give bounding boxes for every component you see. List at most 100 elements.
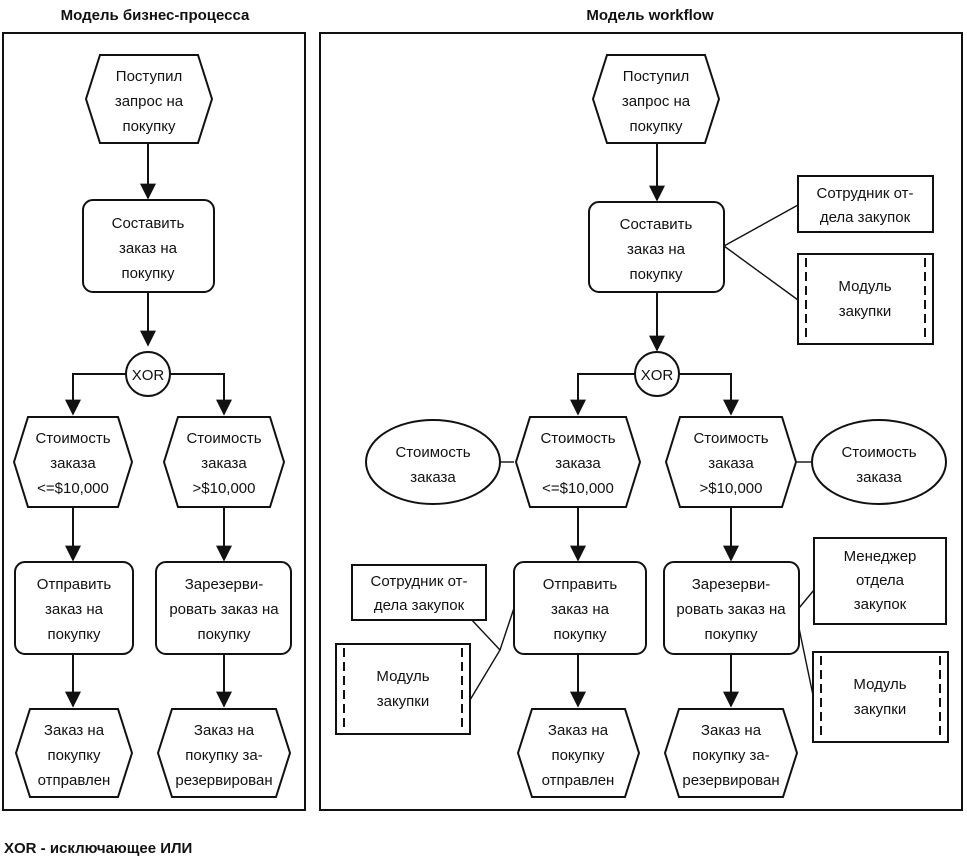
svg-text:покупку: покупку bbox=[197, 626, 251, 643]
left-panel: Поступил запрос на покупку Составить зак… bbox=[12, 54, 292, 798]
svg-text:заказа: заказа bbox=[555, 455, 601, 472]
svg-text:<=$10,000: <=$10,000 bbox=[542, 480, 614, 497]
svg-text:<=$10,000: <=$10,000 bbox=[37, 480, 109, 497]
right-data-cost-left: Стоимость заказа bbox=[365, 419, 501, 505]
svg-text:Отправить: Отправить bbox=[543, 576, 618, 593]
right-link-org-top bbox=[723, 204, 799, 247]
svg-text:Поступил: Поступил bbox=[116, 68, 182, 85]
right-org-unit-left: Сотрудник от- дела закупок bbox=[351, 564, 487, 621]
svg-text:покупку за-: покупку за- bbox=[692, 747, 769, 764]
right-link-func-send bbox=[499, 607, 515, 651]
left-arrow-xor-high bbox=[171, 373, 232, 416]
right-data-cost-right: Стоимость заказа bbox=[811, 419, 947, 505]
svg-text:покупку: покупку bbox=[704, 626, 758, 643]
right-panel: Поступил запрос на покупку Составить зак… bbox=[335, 54, 949, 798]
svg-text:заказа: заказа bbox=[201, 455, 247, 472]
svg-text:запрос на: запрос на bbox=[115, 93, 184, 110]
right-event-start: Поступил запрос на покупку bbox=[591, 54, 721, 144]
left-xor-connector: XOR bbox=[125, 351, 171, 397]
right-arrow-xor-high bbox=[679, 373, 739, 416]
svg-text:Заказ на: Заказ на bbox=[44, 722, 105, 739]
svg-text:закупки: закупки bbox=[377, 693, 430, 710]
left-function-send: Отправить заказ на покупку bbox=[14, 561, 134, 655]
left-function-compose: Составить заказ на покупку bbox=[82, 199, 215, 293]
right-function-reserve: Зарезерви- ровать заказ на покупку bbox=[663, 561, 800, 655]
right-module-top: Модуль закупки bbox=[797, 253, 934, 345]
svg-text:заказа: заказа bbox=[708, 455, 754, 472]
svg-text:отдела: отдела bbox=[856, 572, 905, 589]
svg-text:резервирован: резервирован bbox=[682, 772, 779, 789]
svg-text:заказ на: заказ на bbox=[627, 241, 686, 258]
svg-text:покупку: покупку bbox=[47, 747, 101, 764]
svg-text:Стоимость: Стоимость bbox=[693, 430, 768, 447]
right-event-cost-low: Стоимость заказа <=$10,000 bbox=[514, 416, 642, 508]
svg-text:>$10,000: >$10,000 bbox=[193, 480, 256, 497]
svg-text:заказ на: заказ на bbox=[551, 601, 610, 618]
svg-text:Отправить: Отправить bbox=[37, 576, 112, 593]
svg-text:Стоимость: Стоимость bbox=[35, 430, 110, 447]
svg-text:закупки: закупки bbox=[854, 701, 907, 718]
right-function-send: Отправить заказ на покупку bbox=[513, 561, 647, 655]
left-event-sent: Заказ на покупку отправлен bbox=[14, 708, 134, 798]
svg-text:Заказ на: Заказ на bbox=[548, 722, 609, 739]
right-link-org-right bbox=[798, 589, 815, 609]
svg-text:Стоимость: Стоимость bbox=[841, 444, 916, 461]
right-link-module-top bbox=[723, 245, 799, 301]
right-org-unit-right: Менеджер отдела закупок bbox=[813, 537, 947, 625]
svg-text:Модуль: Модуль bbox=[853, 676, 906, 693]
svg-text:покупку: покупку bbox=[553, 626, 607, 643]
svg-text:заказа: заказа bbox=[410, 469, 456, 486]
left-function-reserve: Зарезерви- ровать заказ на покупку bbox=[155, 561, 292, 655]
right-event-cost-high: Стоимость заказа >$10,000 bbox=[664, 416, 798, 508]
svg-text:закупки: закупки bbox=[839, 303, 892, 320]
svg-text:Стоимость: Стоимость bbox=[540, 430, 615, 447]
svg-text:закупок: закупок bbox=[854, 596, 907, 613]
svg-text:покупку: покупку bbox=[629, 266, 683, 283]
left-event-reserved: Заказ на покупку за- резервирован bbox=[156, 708, 292, 798]
left-event-start: Поступил запрос на покупку bbox=[84, 54, 214, 144]
svg-text:Модуль: Модуль bbox=[838, 278, 891, 295]
right-org-unit-top: Сотрудник от- дела закупок bbox=[797, 175, 934, 233]
svg-text:запрос на: запрос на bbox=[622, 93, 691, 110]
svg-text:ровать заказ на: ровать заказ на bbox=[169, 601, 279, 618]
svg-text:резервирован: резервирован bbox=[175, 772, 272, 789]
right-event-reserved: Заказ на покупку за- резервирован bbox=[663, 708, 799, 798]
right-function-compose: Составить заказ на покупку bbox=[588, 201, 725, 293]
svg-text:Составить: Составить bbox=[112, 215, 185, 232]
svg-text:XOR: XOR bbox=[641, 367, 674, 384]
svg-text:Сотрудник от-: Сотрудник от- bbox=[371, 573, 468, 590]
svg-text:отправлен: отправлен bbox=[542, 772, 615, 789]
svg-text:покупку: покупку bbox=[122, 118, 176, 135]
svg-text:заказ на: заказ на bbox=[45, 601, 104, 618]
svg-text:дела закупок: дела закупок bbox=[374, 597, 465, 614]
svg-text:Составить: Составить bbox=[620, 216, 693, 233]
svg-text:>$10,000: >$10,000 bbox=[700, 480, 763, 497]
left-event-cost-high: Стоимость заказа >$10,000 bbox=[162, 416, 286, 508]
svg-text:ровать заказ на: ровать заказ на bbox=[676, 601, 786, 618]
left-panel-title: Модель бизнес-процесса bbox=[61, 7, 250, 24]
svg-text:отправлен: отправлен bbox=[38, 772, 111, 789]
svg-text:покупку за-: покупку за- bbox=[185, 747, 262, 764]
svg-text:покупку: покупку bbox=[551, 747, 605, 764]
svg-text:Стоимость: Стоимость bbox=[395, 444, 470, 461]
svg-text:покупку: покупку bbox=[121, 265, 175, 282]
svg-text:Зарезерви-: Зарезерви- bbox=[692, 576, 771, 593]
right-xor-connector: XOR bbox=[634, 351, 680, 397]
xor-legend: XOR - исключающее ИЛИ bbox=[4, 840, 192, 857]
svg-text:Заказ на: Заказ на bbox=[701, 722, 762, 739]
svg-text:Заказ на: Заказ на bbox=[194, 722, 255, 739]
right-module-left: Модуль закупки bbox=[335, 643, 471, 735]
svg-text:дела закупок: дела закупок bbox=[820, 209, 911, 226]
svg-text:Модуль: Модуль bbox=[376, 668, 429, 685]
svg-text:покупку: покупку bbox=[47, 626, 101, 643]
right-panel-title: Модель workflow bbox=[586, 7, 714, 24]
svg-text:XOR: XOR bbox=[132, 367, 165, 384]
svg-text:Сотрудник от-: Сотрудник от- bbox=[817, 185, 914, 202]
svg-text:Менеджер: Менеджер bbox=[844, 548, 917, 565]
svg-text:Поступил: Поступил bbox=[623, 68, 689, 85]
svg-text:покупку: покупку bbox=[629, 118, 683, 135]
svg-text:Стоимость: Стоимость bbox=[186, 430, 261, 447]
right-event-sent: Заказ на покупку отправлен bbox=[516, 708, 641, 798]
left-arrow-xor-low bbox=[65, 373, 126, 416]
